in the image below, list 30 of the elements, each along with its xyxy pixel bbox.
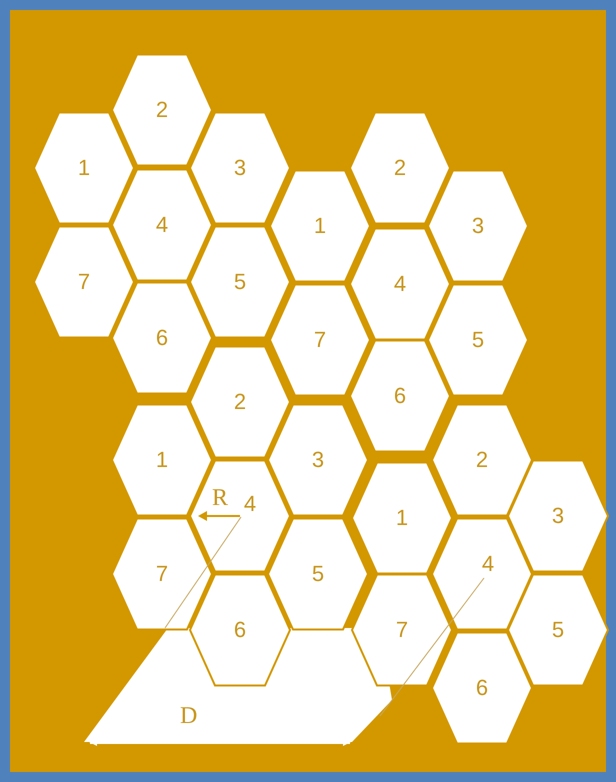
cell-number: 3 — [312, 449, 324, 471]
cell-number: 5 — [472, 329, 484, 351]
cell-number: 4 — [156, 214, 168, 236]
cell-number: 5 — [234, 271, 246, 293]
cell-number: 5 — [312, 563, 324, 585]
cell-number: 3 — [552, 505, 564, 527]
cell-number: 7 — [78, 271, 90, 293]
cell-number: 7 — [156, 563, 168, 585]
dimension-label: R — [212, 486, 228, 510]
cell-number: 7 — [396, 619, 408, 641]
cell-number: 6 — [156, 327, 168, 349]
cell-number: 1 — [156, 449, 168, 471]
cell-number: 3 — [472, 215, 484, 237]
cell-number: 4 — [482, 553, 494, 575]
cell-number: 2 — [234, 391, 246, 413]
cell-number: 2 — [476, 449, 488, 471]
cell-number: 7 — [314, 329, 326, 351]
cell-number: 2 — [156, 99, 168, 121]
cell-number: 5 — [552, 619, 564, 641]
cell-number: 6 — [234, 619, 246, 641]
cell-number: 4 — [394, 273, 406, 295]
dimension-label: D — [180, 704, 198, 728]
cell-number: 6 — [394, 385, 406, 407]
cell-number: 6 — [476, 677, 488, 699]
cell-number: 4 — [244, 493, 256, 515]
cell-number: 1 — [78, 157, 90, 179]
cell-number: 3 — [234, 157, 246, 179]
cell-number: 2 — [394, 157, 406, 179]
cell-number: 1 — [314, 215, 326, 237]
cell-number: 1 — [396, 507, 408, 529]
